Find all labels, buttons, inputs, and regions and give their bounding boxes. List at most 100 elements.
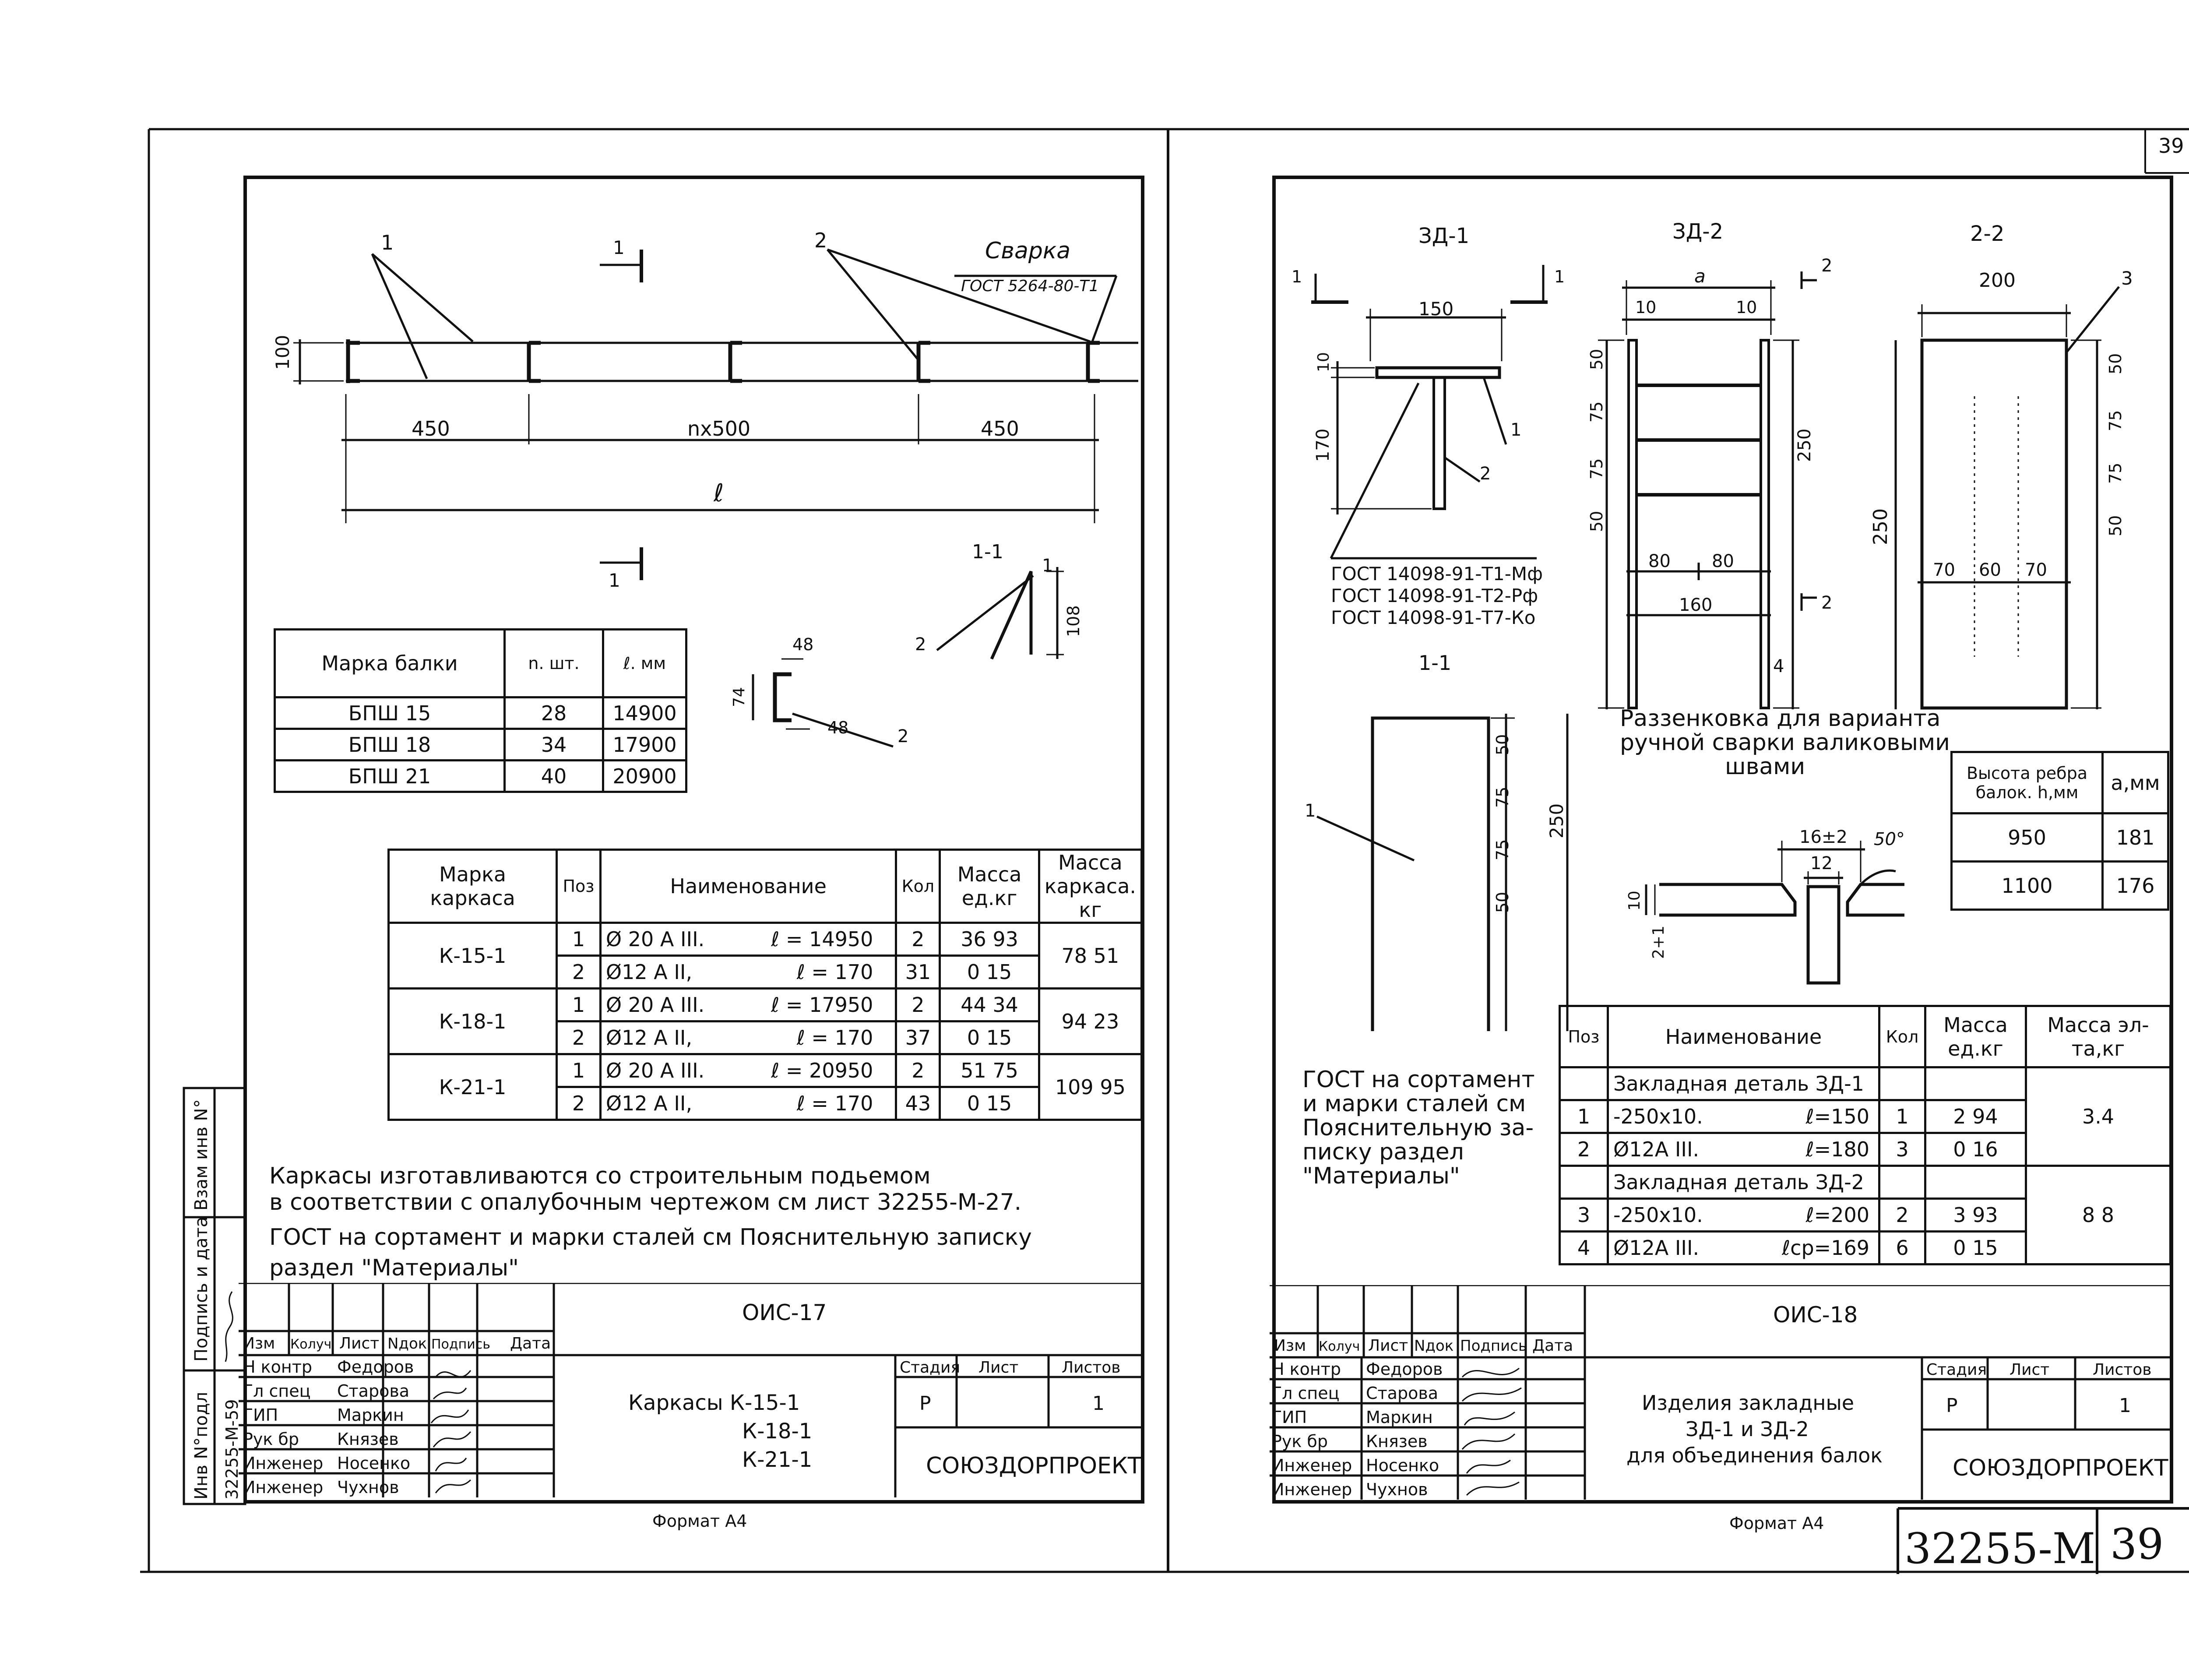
parts-mass: 2 94 <box>1924 1099 2027 1134</box>
frame-table-header: Кол <box>895 849 941 924</box>
frame-qty: 31 <box>895 954 941 990</box>
frame-qty: 2 <box>895 922 941 957</box>
section-callout-1: 1 <box>1042 556 1053 576</box>
dim-middle: nx500 <box>687 417 750 440</box>
zd2-dim: 160 <box>1679 595 1712 615</box>
stamp-sheets: 1 <box>1092 1392 1105 1415</box>
frame-pos: 2 <box>556 1086 602 1121</box>
beam-cell: БПШ 18 <box>274 728 506 761</box>
inv-original-value: 32255-М-59 <box>222 1399 242 1500</box>
format-label-left: Формат А4 <box>652 1511 747 1531</box>
parts-qty: 6 <box>1878 1230 1926 1265</box>
s22-dim: 70 <box>2025 560 2047 580</box>
frame-total: 109 95 <box>1038 1053 1143 1121</box>
bevel-dim: 12 <box>1810 853 1833 873</box>
zd2-dim: 80 <box>1712 551 1734 571</box>
zd1-dim: 10 <box>1315 352 1333 372</box>
frame-pos: 2 <box>556 954 602 990</box>
stamp-header: Подпись <box>431 1337 490 1352</box>
frame-qty: 43 <box>895 1086 941 1121</box>
frame-table-header: Наименование <box>599 849 897 924</box>
height-cell: 176 <box>2101 860 2169 911</box>
section-title-1-1: 1-1 <box>972 541 1003 563</box>
height-cell: 950 <box>1950 812 2104 863</box>
stamp-stage: Р <box>1946 1395 1958 1417</box>
height-cell: 181 <box>2101 812 2169 863</box>
stamp-name: Маркин <box>1366 1408 1433 1427</box>
dim-total: ℓ <box>713 479 724 507</box>
stamp-role: Инженер <box>243 1454 323 1473</box>
frame-pos: 1 <box>556 922 602 957</box>
parts-mass: 3 93 <box>1924 1197 2027 1233</box>
bevel-title: ручной сварки валиковыми <box>1620 729 1950 756</box>
beam-cell: 34 <box>503 728 604 761</box>
bevel-title: швами <box>1725 754 1805 780</box>
doc-code-box: 32255-М 39 <box>1897 1507 2189 1574</box>
stamp-role: Н контр <box>1272 1359 1341 1379</box>
stamp-name: Старова <box>1366 1384 1438 1403</box>
zd2-dim: 250 <box>1795 429 1815 462</box>
stamp-name: Чухнов <box>1366 1480 1428 1499</box>
frame-table-header: Масса каркаса. кг <box>1038 849 1143 924</box>
parts-name: -250x10.ℓ=200 <box>1607 1197 1880 1233</box>
frame-pos: 1 <box>556 1053 602 1088</box>
strip-signature <box>225 1291 233 1362</box>
right-note-line: ГОСТ на сортамент <box>1302 1067 1535 1093</box>
stamp-header: Лист <box>339 1335 379 1352</box>
weld-gost: ГОСТ 5264-80-Т1 <box>961 277 1099 295</box>
frame-mass: 36 93 <box>939 922 1040 957</box>
section11-title: 1-1 <box>1418 651 1451 675</box>
frame-mass: 0 15 <box>939 1086 1040 1121</box>
weld-label: Сварка <box>985 238 1070 264</box>
s22-mark-3: 3 <box>2121 268 2133 289</box>
frame-mark: К-15-1 <box>387 922 558 990</box>
frame-table: Марка каркаса Поз Наименование Кол Масса… <box>387 849 1143 1121</box>
zd2-dim: 10 <box>1635 298 1656 317</box>
parts-mass: 0 16 <box>1924 1132 2027 1167</box>
stamp-code: ОИС-18 <box>1773 1302 1858 1328</box>
bevel-detail: 16±2 12 50°±5° 10 2+1 <box>1626 827 1904 985</box>
note-line: раздел "Материалы" <box>269 1255 519 1281</box>
parts-header: Масса ед.кг <box>1924 1005 2027 1068</box>
weld-gost: ГОСТ 14098-91-Т7-Ко <box>1331 607 1535 628</box>
zd1-dim: 170 <box>1313 429 1333 462</box>
frame-mass: 0 15 <box>939 1020 1040 1055</box>
profile-dim-a: 48 <box>792 635 813 654</box>
stamp-header: Подпись <box>1460 1337 1527 1355</box>
beam-cell: 20900 <box>602 759 687 793</box>
callout-2: 2 <box>814 229 827 252</box>
frame-name: Ø 20 А III.ℓ = 14950 <box>599 922 897 957</box>
inv-original-label: Инв N°подл <box>191 1392 211 1500</box>
note-line: в соответствии с опалубочным чертежом см… <box>269 1189 1022 1215</box>
bevel-title: Раззенковка для варианта <box>1620 705 1941 732</box>
parts-group-title: Закладная деталь ЗД-2 <box>1607 1165 1880 1200</box>
zd1-mark-2: 2 <box>1480 464 1491 484</box>
bevel-dim: 50°±5° <box>1874 829 1904 849</box>
stamp-role: ГИП <box>243 1405 278 1425</box>
stamp-name: Князев <box>1366 1432 1428 1451</box>
s22-dim: 250 <box>1869 508 1892 545</box>
frame-total: 94 23 <box>1038 987 1143 1055</box>
stamp-name: Федоров <box>1366 1359 1443 1379</box>
section-callout-2: 2 <box>915 634 926 655</box>
profile-dim-b: 74 <box>730 687 748 707</box>
beam-frame-drawing: 1 2 Сварка ГОСТ 5264-80-Т1 1 1 100 450 n… <box>272 229 1138 748</box>
frame-qty: 2 <box>895 1053 941 1088</box>
section-mark-top: 1 <box>613 237 625 258</box>
stamp-role: Инженер <box>1272 1480 1352 1499</box>
stamp-sheet-header: Лист <box>978 1359 1018 1377</box>
stamp-title: К-21-1 <box>742 1448 812 1472</box>
stamp-sheets-header: Листов <box>2093 1361 2151 1379</box>
zd2-dim: 80 <box>1648 551 1671 571</box>
parts-name: -250x10.ℓ=150 <box>1607 1099 1880 1134</box>
s22-dim: 200 <box>1979 269 2016 292</box>
sign-date-label: Подпись и дата <box>191 1217 211 1362</box>
stamp-header: Колуч <box>1319 1339 1360 1354</box>
stamp-header: Колуч <box>290 1337 331 1352</box>
stamp-title: К-18-1 <box>742 1419 812 1444</box>
stamp-role: Гл спец <box>243 1381 311 1401</box>
parts-header: Наименование <box>1607 1005 1880 1068</box>
beam-cell: 14900 <box>602 696 687 730</box>
zd1-title: ЗД-1 <box>1418 224 1469 248</box>
frame-pos: 1 <box>556 987 602 1022</box>
